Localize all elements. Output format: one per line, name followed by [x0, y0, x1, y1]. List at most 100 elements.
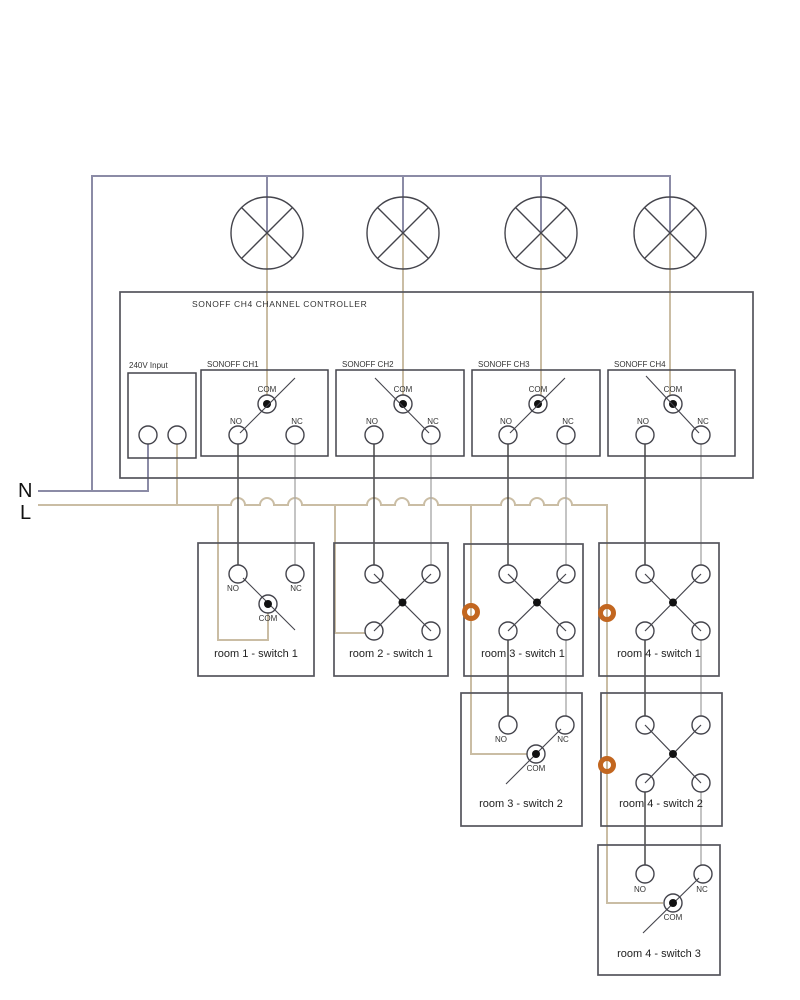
neutral-supply-wire	[38, 444, 149, 492]
no-terminal	[228, 425, 248, 445]
lamp-icon	[504, 196, 578, 270]
power-input-label: 240V Input	[129, 361, 168, 370]
switch-room4-switch1: room 4 - switch 1	[598, 542, 720, 677]
com-contact-dot	[532, 750, 540, 758]
relay-ch3: SONOFF CH3 COM NO NC	[471, 360, 601, 457]
com-terminal	[528, 394, 548, 414]
com-label: COM	[664, 385, 683, 394]
neutral-label: N	[18, 480, 32, 502]
relay-outline	[471, 369, 601, 457]
relay-outline	[200, 369, 329, 457]
lamp-icon	[230, 196, 304, 270]
no-terminal	[635, 864, 655, 884]
connector-icon	[598, 604, 616, 622]
center-contact-dot	[533, 598, 541, 607]
terminal-bottom-left	[364, 621, 384, 641]
neutral-wiring	[38, 175, 671, 492]
wire-connectors	[462, 603, 616, 774]
no-label: NO	[227, 584, 239, 593]
switch-room2-switch1: room 2 - switch 1	[333, 542, 449, 677]
lamp-2	[366, 196, 440, 270]
nc-label: NC	[427, 417, 439, 426]
no-label: NO	[500, 417, 512, 426]
com-terminal	[663, 394, 683, 414]
lamp-4	[633, 196, 707, 270]
terminal-top-right	[691, 715, 711, 735]
no-label: NO	[366, 417, 378, 426]
nc-terminal	[555, 715, 575, 735]
com-contact-dot	[399, 400, 407, 408]
terminal-bottom-left	[498, 621, 518, 641]
lamp-cross-icon	[377, 207, 429, 259]
lamp-3	[504, 196, 578, 270]
switch-label: room 4 - switch 3	[617, 948, 701, 960]
neutral-top-rail	[91, 175, 671, 491]
live-room2-branch	[334, 505, 365, 634]
live-room1-branch	[217, 505, 269, 641]
no-label: NO	[495, 735, 507, 744]
nc-label: NC	[697, 417, 709, 426]
com-terminal	[258, 594, 278, 614]
nc-terminal	[693, 864, 713, 884]
nc-terminal	[285, 425, 305, 445]
relay-label: SONOFF CH1	[207, 360, 259, 369]
switch-label: room 3 - switch 2	[479, 798, 563, 810]
no-label: NO	[637, 417, 649, 426]
live-room3-branch	[470, 505, 527, 755]
switch-label: room 1 - switch 1	[214, 648, 298, 660]
com-label: COM	[258, 385, 277, 394]
relay-blade	[645, 375, 700, 434]
com-label: COM	[259, 614, 278, 623]
relay-blade	[374, 377, 430, 434]
com-contact-dot	[263, 400, 271, 408]
terminal-bottom-left	[635, 773, 655, 793]
lamp-cross-icon	[241, 207, 293, 259]
switch-room1-switch1: NO NC COM room 1 - switch 1	[197, 542, 315, 677]
lamp-cross-icon	[644, 207, 696, 259]
switch-outline	[460, 692, 583, 827]
switch-outline	[333, 542, 449, 677]
terminal-bottom-right	[556, 621, 576, 641]
com-contact-dot	[534, 400, 542, 408]
com-label: COM	[527, 764, 546, 773]
terminal-bottom-right	[421, 621, 441, 641]
connector-icon	[462, 603, 480, 621]
live-label: L	[20, 502, 31, 524]
relay-outline	[607, 369, 736, 457]
nc-label: NC	[557, 735, 569, 744]
nc-terminal	[421, 425, 441, 445]
com-terminal	[526, 744, 546, 764]
no-terminal	[498, 425, 518, 445]
terminal-bottom-left	[635, 621, 655, 641]
live-main-rail	[38, 497, 663, 904]
relay-ch4: SONOFF CH4 COM NO NC	[607, 360, 736, 457]
switch-outline	[197, 542, 315, 677]
center-contact-dot	[398, 598, 407, 607]
terminal-top-right	[556, 564, 576, 584]
switch-room3-switch2: NO NC COM room 3 - switch 2	[460, 692, 583, 827]
connector-icon	[598, 756, 616, 774]
nc-terminal	[556, 425, 576, 445]
com-terminal	[393, 394, 413, 414]
com-contact-dot	[264, 600, 272, 608]
nc-label: NC	[291, 417, 303, 426]
power-input-terminal-n	[138, 425, 158, 445]
com-label: COM	[394, 385, 413, 394]
switch-label: room 3 - switch 1	[481, 648, 565, 660]
relay-label: SONOFF CH3	[478, 360, 530, 369]
no-terminal	[364, 425, 384, 445]
lamp-cross-icon	[515, 207, 567, 259]
no-label: NO	[634, 885, 646, 894]
switch-room4-switch2: room 4 - switch 2	[600, 692, 723, 827]
no-terminal	[635, 425, 655, 445]
relay-ch1: SONOFF CH1 COM NO NC	[200, 360, 329, 457]
relay-label: SONOFF CH2	[342, 360, 394, 369]
switch-outline	[597, 844, 721, 976]
controller-outline	[119, 291, 754, 479]
controller-box: SONOFF CH4 CHANNEL CONTROLLER	[119, 291, 754, 479]
terminal-top-left	[635, 715, 655, 735]
no-label: NO	[230, 417, 242, 426]
terminal-top-right	[421, 564, 441, 584]
controller-title: SONOFF CH4 CHANNEL CONTROLLER	[192, 299, 367, 309]
lamp-1	[230, 196, 304, 270]
